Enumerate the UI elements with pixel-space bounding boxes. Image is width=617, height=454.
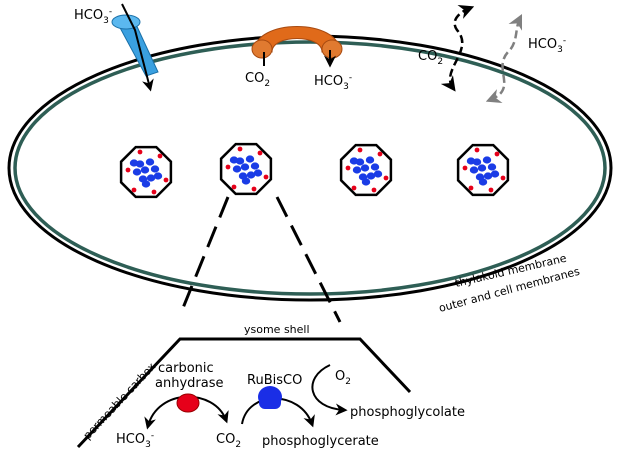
carbonic-anhydrase-particle (377, 151, 383, 157)
carbonic-anhydrase-particle (163, 177, 169, 183)
rubisco-particle (229, 156, 239, 164)
rubisco-particle (146, 174, 156, 182)
rubisco-particle (483, 172, 493, 180)
carbonic-anhydrase-complex-icon (251, 26, 343, 68)
rubisco-particle (140, 166, 150, 174)
carbonic-anhydrase-particle (383, 175, 389, 181)
shell-label-left: permeable carbox (81, 360, 159, 442)
hco3-diffusion-arrow (485, 13, 523, 104)
rubisco-particle (141, 180, 151, 188)
rubisco-particle (360, 164, 370, 172)
rubisco-particle (129, 159, 139, 167)
rubisco-particle (373, 170, 383, 178)
carbonic-anhydrase-particle (263, 174, 269, 180)
rubisco-particle (365, 156, 375, 164)
rubisco-particle (150, 165, 160, 173)
carbonic-label-2: anhydrase (155, 376, 223, 391)
co2-diffusion-arrow (440, 4, 475, 92)
rubisco-particle (366, 172, 376, 180)
carbonic-anhydrase-particle (225, 164, 231, 170)
co2-bottom-label: CO2 (216, 432, 241, 450)
carbonic-anhydrase-particle (488, 187, 494, 193)
hco3-diffusion-label: HCO3- (528, 36, 566, 55)
rubisco-particle (232, 165, 242, 173)
co2-diffusion-label: CO2 (418, 49, 443, 67)
shell-label-right: ysome shell (244, 323, 310, 336)
carbonic-anhydrase-particle (251, 186, 257, 192)
rubisco-particle (370, 163, 380, 171)
rubisco-particle (478, 178, 488, 186)
zoom-line-right (275, 196, 342, 323)
carbonic-anhydrase-particle (151, 189, 157, 195)
carbonic-anhydrase-particle (474, 147, 480, 153)
rubisco-particle (246, 171, 256, 179)
carbonic-anhydrase-particle (231, 184, 237, 190)
o2-reaction-arrow (311, 364, 348, 416)
carbonic-anhydrase-particle (237, 146, 243, 152)
rubisco-particle (253, 169, 263, 177)
rubisco-particle (145, 158, 155, 166)
carbonic-anhydrase-particle (351, 185, 357, 191)
phosphoglycerate-label: phosphoglycerate (262, 434, 379, 449)
rubisco-particle (361, 178, 371, 186)
carbonic-anhydrase-particle (357, 147, 363, 153)
hco3-carrier-label: HCO3- (314, 73, 352, 92)
rubisco-particle (153, 172, 163, 180)
carboxysome-icon (456, 143, 510, 197)
carbonic-anhydrase-particle (494, 151, 500, 157)
rubisco-particle (241, 177, 251, 185)
carboxysome-row (119, 142, 510, 199)
thylakoid-membrane (13, 40, 607, 296)
rubisco-particle (466, 157, 476, 165)
carbonic-anhydrase-particle (137, 149, 143, 155)
carboxysome-shell-zoom (76, 337, 412, 449)
rubisco-particle (245, 155, 255, 163)
carbonic-anhydrase-particle (131, 187, 137, 193)
carbonic-anhydrase-particle (500, 175, 506, 181)
co2-carrier-label: CO2 (245, 71, 270, 89)
carbonic-anhydrase-enzyme-icon (176, 393, 200, 413)
carbonic-anhydrase-particle (257, 150, 263, 156)
rubisco-particle (490, 170, 500, 178)
rubisco-particle (482, 156, 492, 164)
carbonic-anhydrase-particle (468, 185, 474, 191)
carbonic-anhydrase-particle (345, 165, 351, 171)
rubisco-particle (477, 164, 487, 172)
carbonic-anhydrase-particle (462, 165, 468, 171)
carboxysome-icon (219, 142, 273, 196)
rubisco-particle (469, 166, 479, 174)
rubisco-particle (487, 163, 497, 171)
hco3-top-left-label: HCO3- (74, 7, 112, 26)
rubisco-particle (250, 162, 260, 170)
rubisco-enzyme-icon (258, 386, 282, 409)
carbonic-anhydrase-particle (371, 187, 377, 193)
rubisco-particle (349, 157, 359, 165)
carboxysome-icon (339, 143, 393, 197)
carbonic-anhydrase-particle (157, 153, 163, 159)
phosphoglycolate-label: phosphoglycolate (350, 405, 465, 420)
carbonic-label-1: carbonic (158, 361, 214, 376)
rubisco-particle (352, 166, 362, 174)
zoom-line-left (181, 196, 230, 309)
hco3-bottom-label: HCO3- (116, 431, 154, 450)
carbonic-anhydrase-particle (125, 167, 131, 173)
carboxysome-icon (119, 145, 173, 199)
bicarbonate-transporter-icon (111, 3, 159, 92)
rubisco-particle (132, 168, 142, 176)
o2-label: O2 (335, 369, 351, 387)
rubisco-particle (240, 163, 250, 171)
rubisco-label: RuBisCO (247, 373, 302, 388)
